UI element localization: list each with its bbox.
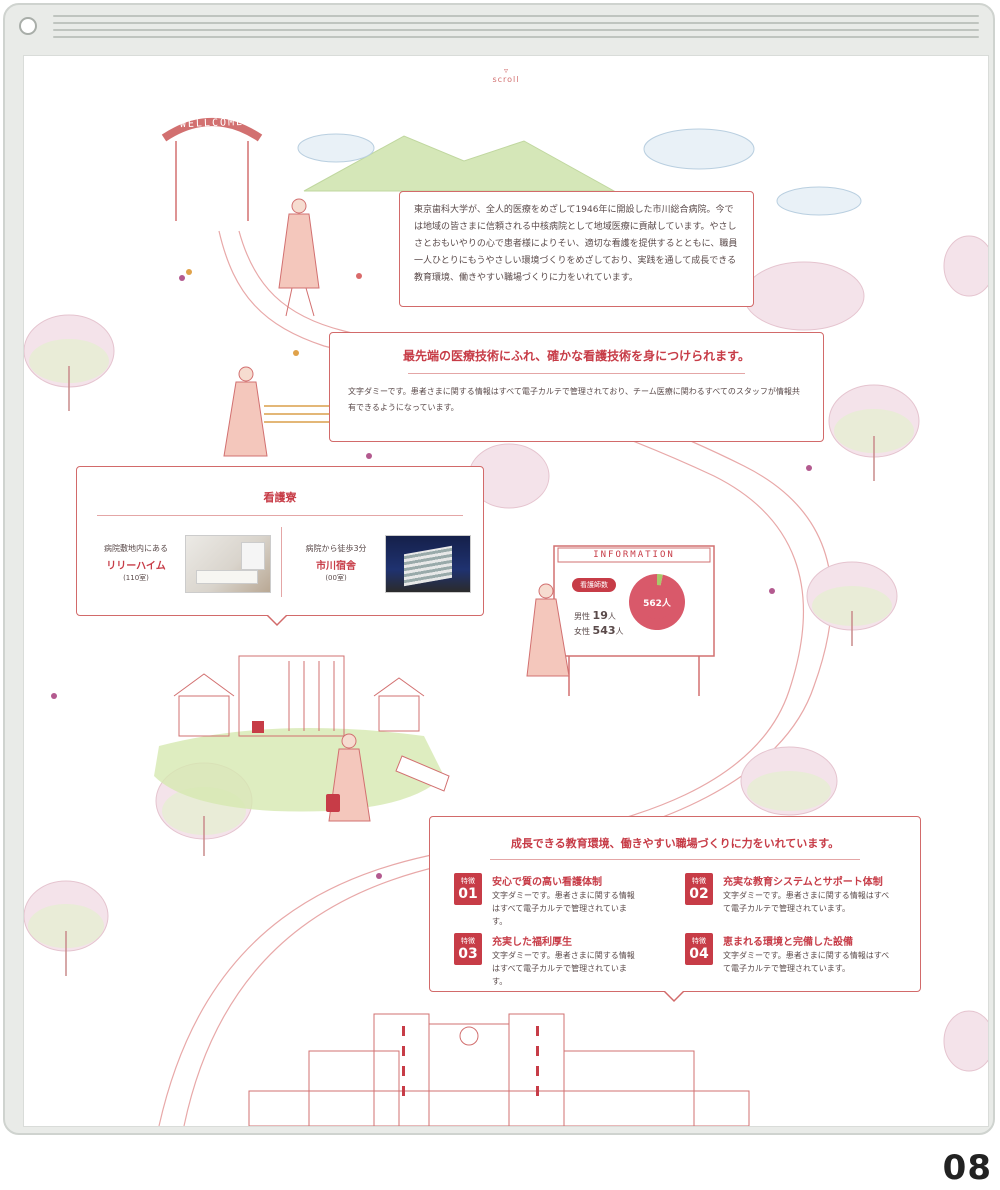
dormitory-name: リリーハイム xyxy=(106,561,166,572)
environment-title: 成長できる教育環境、働きやすい職場づくりに力をいれています。 xyxy=(510,837,840,850)
dormitory-item-lily[interactable]: 病院敷地内にある リリーハイム (110室) xyxy=(91,535,271,597)
female-count: 女性 543人 xyxy=(574,624,624,637)
male-value: 19 xyxy=(592,609,608,622)
female-label: 女性 xyxy=(574,627,590,636)
dormitory-rooms: (00室) xyxy=(325,574,347,582)
dormitory-column-divider xyxy=(281,527,282,597)
dormitory-title: 看護寮 xyxy=(263,491,297,504)
dormitory-divider xyxy=(97,515,463,516)
dormitory-caption: 病院敷地内にある xyxy=(104,544,168,553)
illustration-background xyxy=(24,118,988,1126)
intro-box: 東京歯科大学が、全人的医療をめざして1946年に開設した市川総合病院。今では地域… xyxy=(399,191,754,307)
information-sign: INFORMATION xyxy=(593,550,675,560)
donut-total: 562人 xyxy=(643,597,672,609)
scroll-indicator[interactable]: ▿ scroll xyxy=(486,66,526,84)
feature-text: 文字ダミーです。患者さまに関する情報はすべて電子カルテで管理されています。 xyxy=(723,891,890,913)
dormitory-box: 看護寮 病院敷地内にある リリーハイム (110室) 病院から徒歩3分 市川宿舎… xyxy=(76,466,484,616)
feature-title: 充実した福利厚生 xyxy=(492,937,572,948)
male-count: 男性 19人 xyxy=(574,609,616,622)
page-number: 08 xyxy=(942,1148,992,1188)
feature-title: 安心で質の高い看護体制 xyxy=(492,877,602,888)
environment-pointer xyxy=(664,991,684,1003)
dormitory-pointer xyxy=(267,615,287,627)
feature-text: 文字ダミーです。患者さまに関する情報はすべて電子カルテで管理されています。 xyxy=(723,951,890,973)
dormitory-item-ichikawa[interactable]: 病院から徒歩3分 市川宿舎 (00室) xyxy=(291,535,471,597)
intro-text: 東京歯科大学が、全人的医療をめざして1946年に開設した市川総合病院。今では地域… xyxy=(414,205,738,283)
feature-title: 恵まれる環境と完備した設備 xyxy=(723,937,853,948)
male-label: 男性 xyxy=(574,612,590,621)
dormitory-rooms: (110室) xyxy=(123,574,149,582)
technology-text: 文字ダミーです。患者さまに関する情報はすべて電子カルテで管理されており、チーム医… xyxy=(348,387,800,412)
page-screen[interactable]: ▿ scroll WELLCOME 東京歯科大学が、全人的医療をめざして1946… xyxy=(23,55,989,1127)
environment-divider xyxy=(490,859,860,860)
female-unit: 人 xyxy=(615,627,624,636)
feature-title: 充実な教育システムとサポート体制 xyxy=(723,877,883,888)
scroll-label: scroll xyxy=(492,75,520,84)
male-unit: 人 xyxy=(607,612,616,621)
technology-title: 最先端の医療技術にふれ、確かな看護技術を身につけられます。 xyxy=(403,349,750,363)
female-value: 543 xyxy=(592,624,616,637)
device-frame: ▿ scroll WELLCOME 東京歯科大学が、全人的医療をめざして1946… xyxy=(3,3,995,1135)
dormitory-name: 市川宿舎 xyxy=(316,561,356,572)
feature-text: 文字ダミーです。患者さまに関する情報はすべて電子カルテで管理されています。 xyxy=(492,891,635,926)
frame-lines xyxy=(53,15,979,45)
frame-hole xyxy=(19,17,37,35)
nurse-donut-chart: 562人 xyxy=(629,574,685,630)
dormitory-photo-ichikawa xyxy=(385,535,471,593)
nurse-count-badge: 看護師数 xyxy=(572,578,616,592)
technology-box: 最先端の医療技術にふれ、確かな看護技術を身につけられます。 文字ダミーです。患者… xyxy=(329,332,824,442)
dormitory-caption: 病院から徒歩3分 xyxy=(305,544,367,553)
technology-divider xyxy=(408,373,745,374)
feature-text: 文字ダミーです。患者さまに関する情報はすべて電子カルテで管理されています。 xyxy=(492,951,635,986)
scroll-arrow-icon: ▿ xyxy=(503,66,508,75)
dormitory-photo-lily xyxy=(185,535,271,593)
